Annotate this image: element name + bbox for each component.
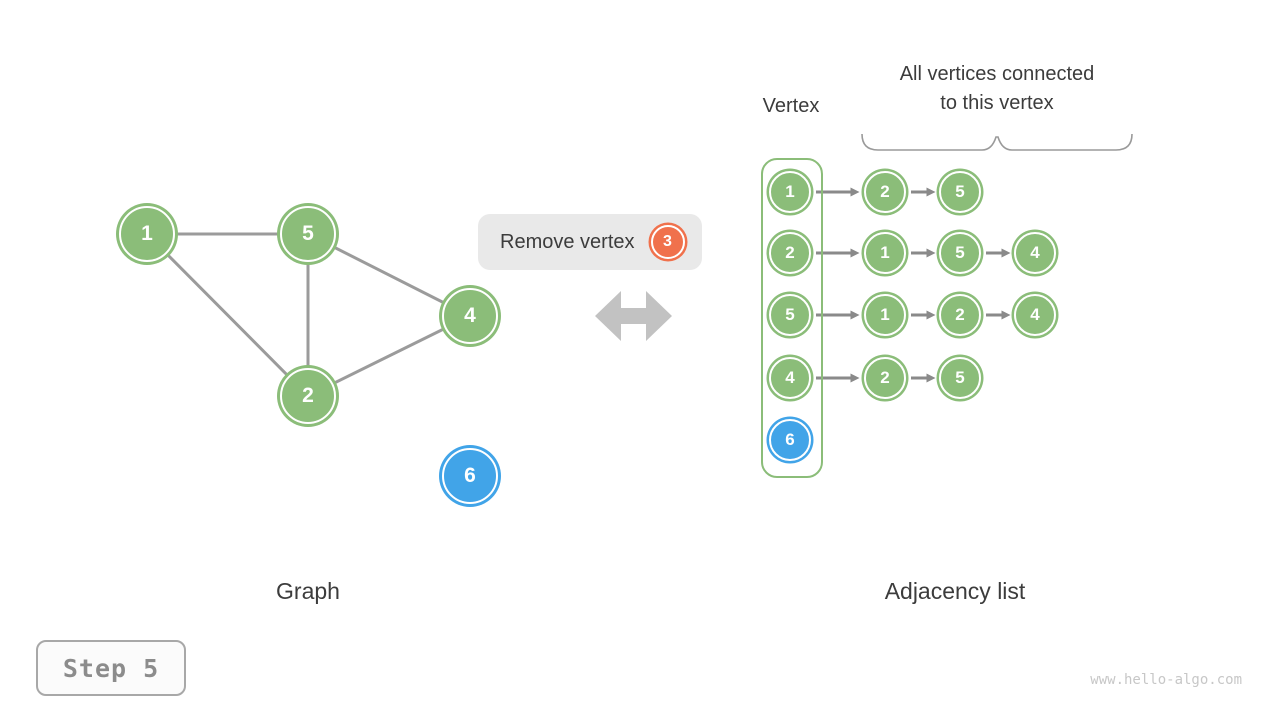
- adj-vertex-1: 1: [769, 171, 811, 213]
- edge-2-4: [307, 314, 471, 398]
- adj-vertex-6: 6: [769, 419, 811, 461]
- adj-row3-neighbor-2: 2: [939, 294, 981, 336]
- adj-row3-neighbor-3: 4: [1014, 294, 1056, 336]
- adj-row4-neighbor-2: 5: [939, 357, 981, 399]
- adj-row3-neighbor-1: 1: [864, 294, 906, 336]
- graph-node-1: 1: [119, 206, 175, 262]
- adj-vertex-2: 2: [769, 232, 811, 274]
- swap-arrow-icon: [595, 291, 672, 341]
- step-indicator: Step 5: [36, 640, 186, 696]
- graph-node-2: 2: [280, 368, 336, 424]
- edge-1-2: [145, 232, 310, 398]
- adj-row2-neighbor-2: 5: [939, 232, 981, 274]
- connected-column-header: All vertices connected to this vertex: [837, 60, 1157, 118]
- graph-node-6: 6: [442, 448, 498, 504]
- vertex-column-box: [761, 158, 823, 478]
- adj-row1-neighbor-1: 2: [864, 171, 906, 213]
- operation-vertex-badge: 3: [650, 225, 685, 259]
- adj-vertex-5: 5: [769, 294, 811, 336]
- adj-row2-neighbor-1: 1: [864, 232, 906, 274]
- watermark: www.hello-algo.com: [1090, 672, 1242, 688]
- graph-caption: Graph: [276, 578, 340, 604]
- connected-header-line2: to this vertex: [940, 92, 1054, 114]
- graph-node-4: 4: [442, 288, 498, 344]
- adj-vertex-4: 4: [769, 357, 811, 399]
- operation-pill: Remove vertex 3: [478, 214, 702, 270]
- graph-node-5: 5: [280, 206, 336, 262]
- adj-row1-neighbor-2: 5: [939, 171, 981, 213]
- adjacency-arrows: [816, 187, 1011, 383]
- adj-row4-neighbor-1: 2: [864, 357, 906, 399]
- brace-icon: [861, 133, 1133, 151]
- connected-header-line1: All vertices connected: [899, 63, 1095, 85]
- edge-5-4: [307, 232, 471, 318]
- step-label: Step 5: [62, 653, 160, 683]
- adj-row2-neighbor-3: 4: [1014, 232, 1056, 274]
- operation-label: Remove vertex: [500, 230, 635, 253]
- vertex-column-header: Vertex: [762, 95, 820, 117]
- adjacency-caption: Adjacency list: [884, 578, 1026, 604]
